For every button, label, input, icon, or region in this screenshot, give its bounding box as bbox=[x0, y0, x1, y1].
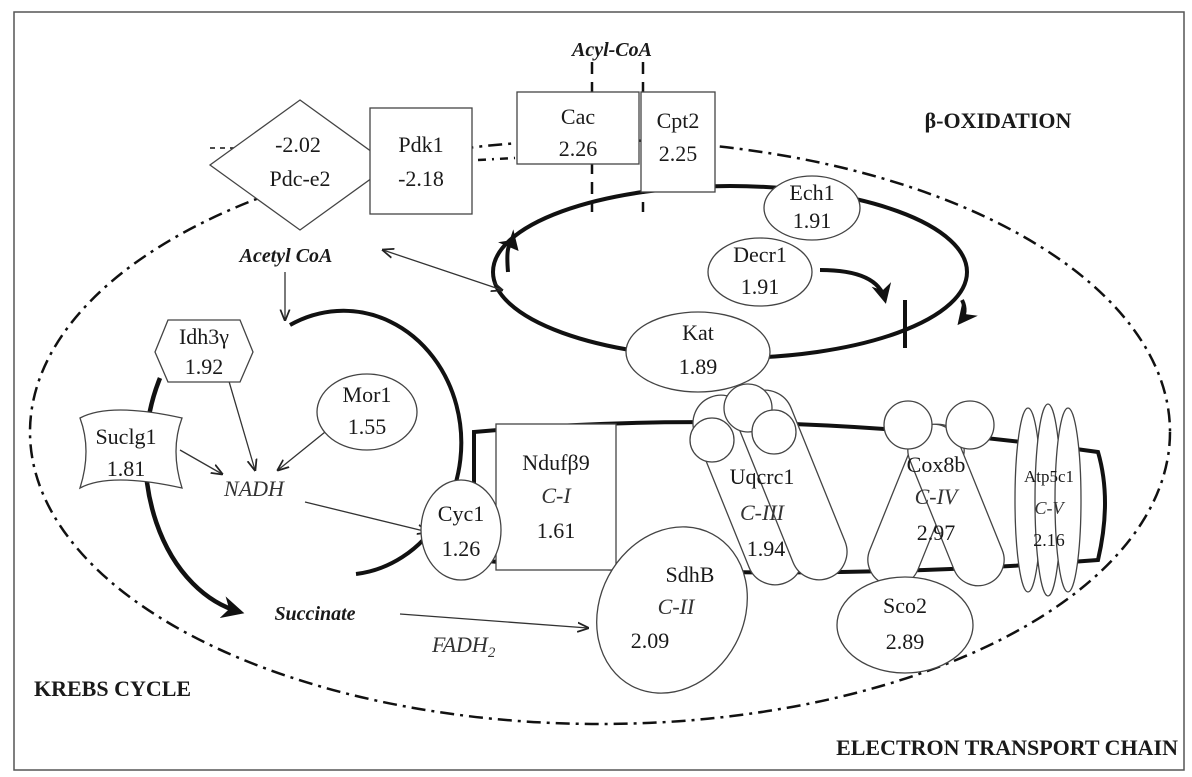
cyc1-node bbox=[420, 479, 502, 581]
complex-iii-label: C-III bbox=[740, 500, 786, 525]
cac-label: Cac bbox=[561, 104, 595, 129]
electron-transport-chain-label: ELECTRON TRANSPORT CHAIN bbox=[836, 735, 1178, 760]
sco2-value: 2.89 bbox=[886, 629, 925, 654]
pdc-e2-value: -2.02 bbox=[275, 132, 321, 157]
suclg1-label: Suclg1 bbox=[95, 424, 156, 449]
acetyl-beta-arrow bbox=[383, 250, 502, 290]
cox8b-complex bbox=[867, 400, 1005, 587]
cycle-arrow bbox=[498, 229, 519, 273]
sco2-node bbox=[836, 576, 974, 674]
mor1-value: 1.55 bbox=[348, 414, 387, 439]
cyc1-value: 1.26 bbox=[442, 536, 481, 561]
suclg-nadh-arrow bbox=[179, 449, 222, 474]
idh3y-value: 1.92 bbox=[185, 354, 224, 379]
sdhb-value: 2.09 bbox=[631, 628, 670, 653]
uqcrc1-value: 1.94 bbox=[747, 536, 786, 561]
cox8b-value: 2.97 bbox=[917, 520, 956, 545]
figure-frame bbox=[13, 11, 1185, 771]
fadh2-label: FADH2 bbox=[431, 632, 496, 661]
suclg1-value: 1.81 bbox=[107, 456, 146, 481]
cycle-arrow bbox=[819, 268, 892, 304]
atp5c1-label: Atp5c1 bbox=[1024, 467, 1074, 486]
idh3y-node bbox=[154, 319, 254, 383]
idh3y-label: Idh3γ bbox=[179, 324, 229, 349]
kat-label: Kat bbox=[682, 320, 714, 345]
pdk1-label: Pdk1 bbox=[398, 132, 443, 157]
krebs-cycle-label: KREBS CYCLE bbox=[34, 676, 191, 701]
ech1-node bbox=[763, 175, 861, 241]
krebs-cycle-arc bbox=[289, 308, 464, 576]
cox8b-label: Cox8b bbox=[907, 452, 966, 477]
idh-nadh-arrow bbox=[227, 377, 255, 470]
decr1-value: 1.91 bbox=[741, 274, 780, 299]
ech1-value: 1.91 bbox=[793, 208, 832, 233]
uqcrc1-label: Uqcrc1 bbox=[730, 464, 795, 489]
cpt2-value: 2.25 bbox=[659, 141, 698, 166]
atp5c1-value: 2.16 bbox=[1033, 530, 1065, 550]
connector bbox=[477, 156, 516, 162]
decr1-node bbox=[707, 237, 813, 307]
complex-v-label: C-V bbox=[1035, 498, 1066, 518]
pdc-e2-node bbox=[208, 99, 392, 231]
mor1-node bbox=[316, 373, 418, 451]
acyl-coa-label: Acyl-CoA bbox=[570, 39, 652, 61]
decr1-label: Decr1 bbox=[733, 242, 787, 267]
cycle-arrow bbox=[957, 299, 978, 326]
cyc1-label: Cyc1 bbox=[438, 501, 484, 526]
sco2-label: Sco2 bbox=[883, 593, 927, 618]
mitochondrion-boundary bbox=[28, 138, 1172, 726]
cpt2-label: Cpt2 bbox=[657, 108, 700, 133]
fadh2-etc-arrow bbox=[399, 613, 588, 628]
ndufb9-node bbox=[495, 423, 617, 571]
complex-ii-label: C-II bbox=[658, 594, 696, 619]
succinate-label: Succinate bbox=[274, 603, 355, 625]
ndufb9-label: Ndufβ9 bbox=[522, 450, 589, 475]
cac-node bbox=[516, 91, 640, 165]
acetyl-coa-label: Acetyl CoA bbox=[238, 245, 333, 267]
nadh-etc-arrow bbox=[304, 501, 428, 532]
mor-nadh-arrow bbox=[278, 427, 331, 470]
sdhb-node bbox=[596, 526, 748, 694]
ndufb9-value: 1.61 bbox=[537, 518, 576, 543]
suclg1-node bbox=[78, 409, 183, 490]
atp5c1-complex bbox=[1014, 403, 1082, 597]
cac-value: 2.26 bbox=[559, 136, 598, 161]
pdc-e2-label: Pdc-e2 bbox=[269, 166, 330, 191]
nadh-label: NADH bbox=[223, 476, 285, 501]
sdhb-label: SdhB bbox=[666, 562, 715, 587]
kat-node bbox=[625, 311, 771, 393]
beta-oxidation-label: β-OXIDATION bbox=[925, 108, 1072, 133]
pdk1-node bbox=[369, 107, 473, 215]
mor1-label: Mor1 bbox=[343, 382, 392, 407]
cpt2-node bbox=[640, 91, 716, 193]
complex-i-label: C-I bbox=[541, 483, 572, 508]
kat-value: 1.89 bbox=[679, 354, 718, 379]
pdk1-value: -2.18 bbox=[398, 166, 444, 191]
complex-iv-label: C-IV bbox=[915, 484, 960, 509]
ech1-label: Ech1 bbox=[789, 180, 834, 205]
uqcrc1-complex bbox=[689, 383, 848, 586]
